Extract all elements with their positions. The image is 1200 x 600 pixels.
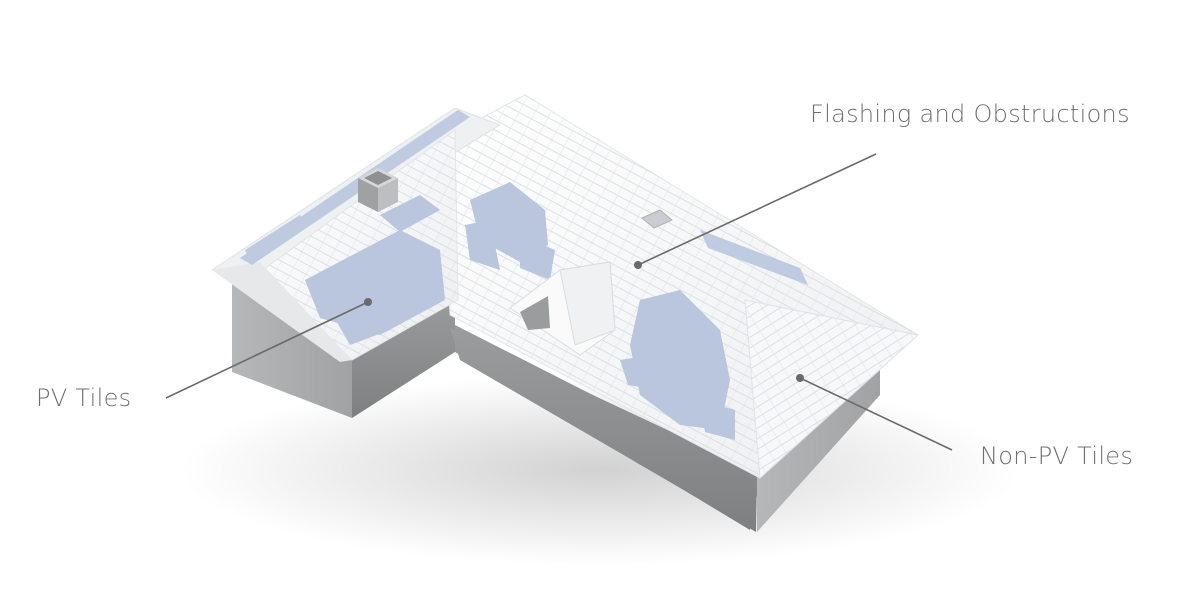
main-wing-walls (450, 325, 880, 532)
skylight (641, 209, 673, 229)
leader-dot-flashing (634, 261, 642, 269)
dormer (509, 261, 616, 356)
ridge-pv-strip (240, 110, 808, 285)
label-pv-tiles: PV Tiles (36, 384, 132, 412)
label-non-pv-tiles: Non-PV Tiles (980, 442, 1134, 470)
leader-dot-pv (364, 298, 372, 306)
leader-line-nonpv (799, 377, 953, 451)
leader-line-flashing (637, 153, 877, 266)
pv-tiles-cluster-right (620, 290, 735, 440)
leader-dots (364, 261, 804, 382)
chimney (358, 168, 398, 212)
pv-tiles-cluster-left (305, 195, 445, 345)
leader-line-pv (165, 301, 369, 399)
leader-lines (165, 153, 953, 451)
pv-tiles-cluster-middle (465, 182, 555, 280)
label-flashing-and-obstructions: Flashing and Obstructions (810, 100, 1130, 128)
leader-dot-nonpv (796, 374, 804, 382)
main-roof (439, 94, 920, 480)
